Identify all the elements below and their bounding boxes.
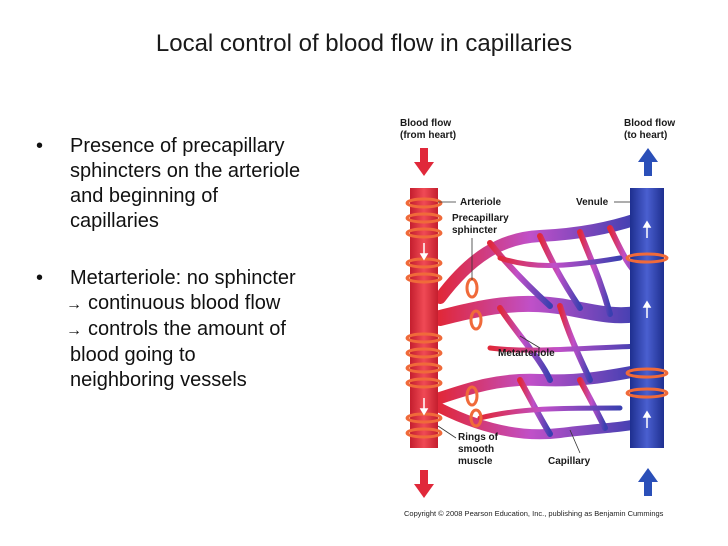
capillary-network (432, 212, 650, 440)
right-arrow-icon: → (66, 296, 82, 313)
bullet-dot: • (36, 135, 44, 157)
bullet-line: blood going to (70, 344, 196, 366)
bullet-dot: • (36, 267, 44, 289)
bullet-line: Metarteriole: no sphincter (70, 267, 296, 289)
flow-direction-arrows (419, 220, 652, 428)
bullet-metarteriole: • Metarteriole: no sphincter →continuous… (36, 266, 356, 393)
copyright-notice: Copyright © 2008 Pearson Education, Inc.… (404, 509, 664, 518)
label-precapillary: Precapillary (452, 213, 509, 224)
bullet-line: →continuous blood flow (66, 292, 281, 314)
label-smooth: smooth (458, 444, 494, 455)
bullet-line: and beginning of (70, 185, 218, 207)
label-metarteriole: Metarteriole (498, 348, 555, 359)
label-capillary: Capillary (548, 456, 591, 467)
bullet-line: Presence of precapillary (70, 135, 285, 157)
label-blood-flow-out: Blood flow (624, 118, 675, 129)
arrow-in-top-icon (414, 148, 434, 176)
label-to-heart: (to heart) (624, 130, 667, 141)
arteriole-vessel (410, 188, 438, 448)
bullet-precapillary: • Presence of precapillary sphincters on… (36, 134, 356, 234)
label-muscle: muscle (458, 456, 493, 467)
label-from-heart: (from heart) (400, 130, 456, 141)
bullet-line: capillaries (70, 210, 159, 232)
label-arteriole: Arteriole (460, 197, 502, 208)
label-leaders (437, 201, 630, 454)
bullet-list: • Presence of precapillary sphincters on… (36, 134, 356, 393)
label-rings-of: Rings of (458, 432, 499, 443)
arrow-in-bottom-icon (414, 470, 434, 498)
bullet-line: neighboring vessels (70, 369, 247, 391)
slide-title: Local control of blood flow in capillari… (155, 30, 573, 57)
smooth-muscle-rings (405, 197, 669, 439)
label-sphincter: sphincter (452, 225, 497, 236)
label-venule: Venule (576, 197, 609, 208)
capillary-bed-diagram: Blood flow (from heart) Blood flow (to h… (400, 118, 675, 498)
right-arrow-icon: → (66, 322, 82, 339)
arrow-out-top-icon (638, 148, 658, 176)
bullet-line: →controls the amount of (66, 318, 286, 340)
label-blood-flow-in: Blood flow (400, 118, 451, 129)
arrow-out-bottom-icon (638, 468, 658, 496)
bullet-line: sphincters on the arteriole (70, 160, 301, 182)
